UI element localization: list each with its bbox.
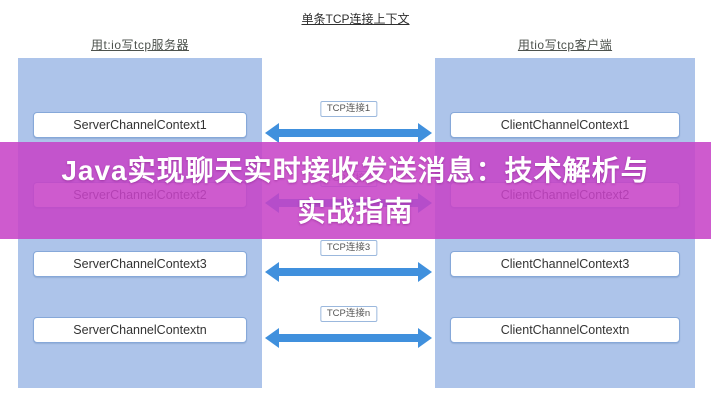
banner-line-2: 实战指南 [297, 195, 414, 227]
arrow-right-head [418, 262, 432, 282]
tcp-connection-1-label: TCP连接1 [319, 101, 378, 117]
double-arrow-icon [265, 328, 432, 348]
tcp-connection-n: TCP连接n [262, 306, 435, 354]
server-column-header: 用t:io写tcp服务器 [90, 38, 190, 52]
arrow-left-head [265, 328, 279, 348]
client-column-header: 用tio写tcp客户端 [517, 38, 613, 52]
client-context-box-n: ClientChannelContextn [450, 317, 680, 343]
server-context-box-1: ServerChannelContext1 [33, 112, 247, 138]
arrow-bar [277, 268, 420, 276]
promo-banner: Java实现聊天实时接收发送消息：技术解析与 实战指南 [0, 142, 711, 239]
client-context-box-1: ClientChannelContext1 [450, 112, 680, 138]
tcp-connection-n-label: TCP连接n [319, 306, 378, 322]
arrow-right-head [418, 123, 432, 143]
banner-line-1: Java实现聊天实时接收发送消息：技术解析与 [61, 154, 650, 186]
banner-background [0, 142, 711, 239]
banner-text: Java实现聊天实时接收发送消息：技术解析与 实战指南 [0, 142, 711, 239]
arrow-left-head [265, 123, 279, 143]
page-title: 单条TCP连接上下文 [0, 10, 711, 27]
arrow-bar [277, 334, 420, 342]
page-title-text: 单条TCP连接上下文 [301, 12, 410, 26]
tcp-connection-3-label: TCP连接3 [319, 240, 378, 256]
server-context-box-3: ServerChannelContext3 [33, 251, 247, 277]
tcp-connection-1: TCP连接1 [262, 101, 435, 149]
client-context-box-3: ClientChannelContext3 [450, 251, 680, 277]
tcp-connection-3: TCP连接3 [262, 240, 435, 288]
arrow-left-head [265, 262, 279, 282]
server-context-box-n: ServerChannelContextn [33, 317, 247, 343]
arrow-bar [277, 129, 420, 137]
arrow-right-head [418, 328, 432, 348]
double-arrow-icon [265, 262, 432, 282]
double-arrow-icon [265, 123, 432, 143]
